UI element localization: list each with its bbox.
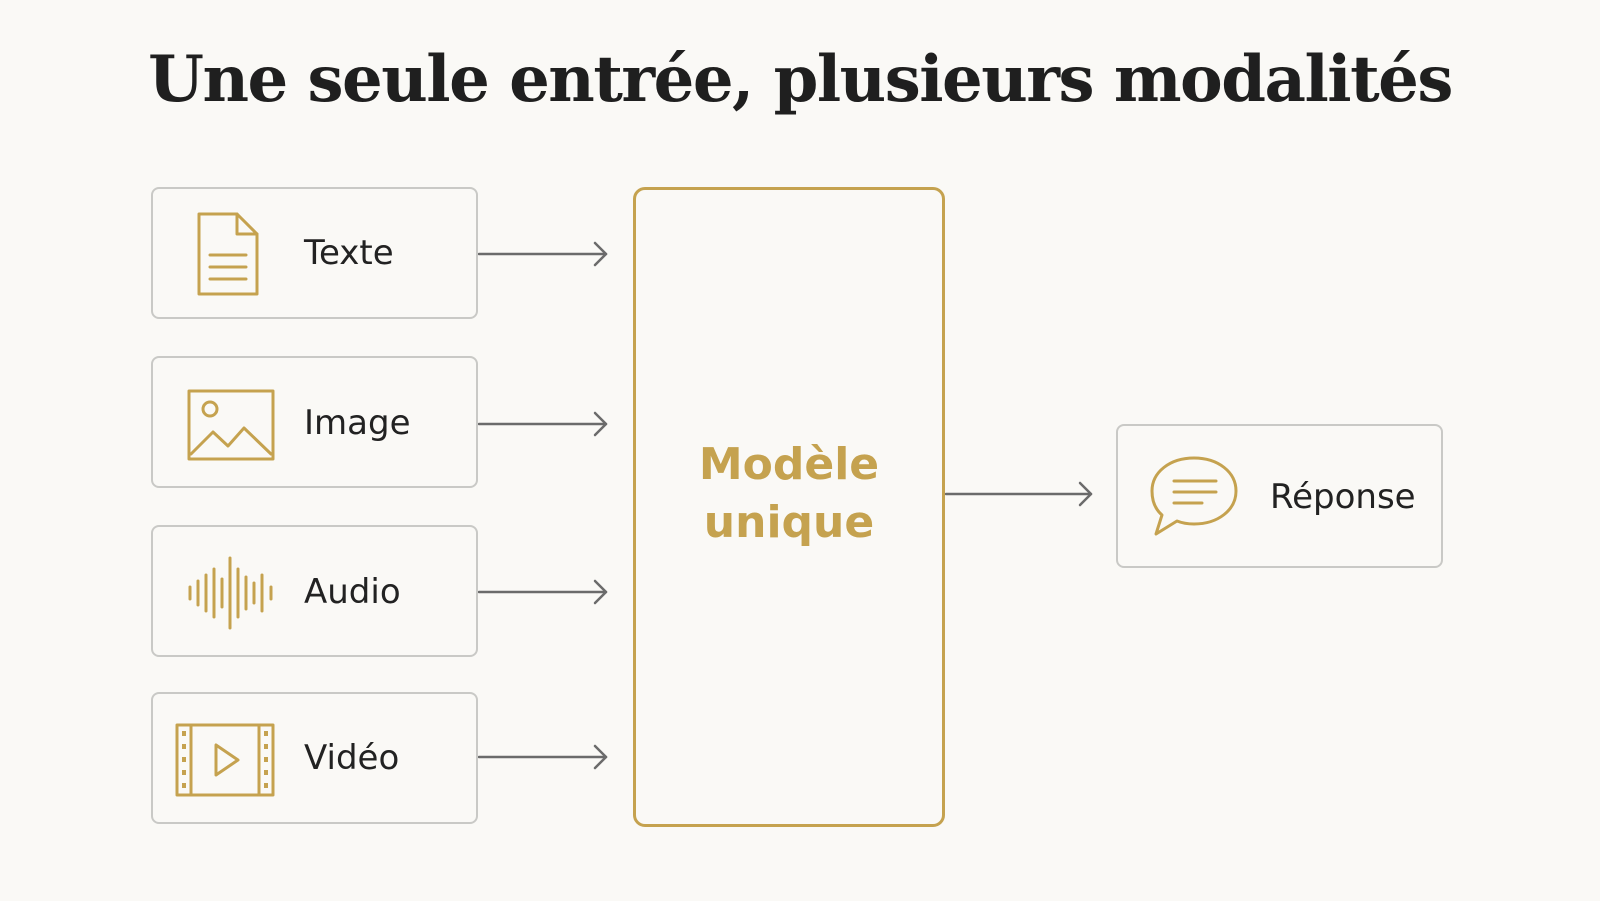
input-node-audio: Audio (151, 525, 478, 657)
input-label-image: Image (304, 403, 411, 443)
model-label-line1: Modèle (698, 439, 880, 490)
model-box: Modèle unique (633, 187, 945, 827)
input-label-texte: Texte (304, 233, 394, 273)
arrow-texte-to-model (477, 241, 608, 267)
audio-waveform-icon (188, 556, 273, 630)
arrow-audio-to-model (477, 579, 608, 605)
input-label-audio: Audio (304, 572, 401, 612)
model-label: Modèle unique (636, 436, 942, 552)
arrow-video-to-model (477, 744, 608, 770)
output-node-reponse: Réponse (1116, 424, 1443, 568)
arrow-model-to-output (944, 481, 1093, 507)
arrow-image-to-model (477, 411, 608, 437)
input-label-video: Vidéo (304, 738, 400, 778)
model-label-line2: unique (703, 497, 875, 548)
video-film-icon (175, 723, 275, 797)
output-label-reponse: Réponse (1270, 477, 1416, 517)
document-icon (197, 212, 259, 296)
input-node-image: Image (151, 356, 478, 488)
image-icon (187, 389, 275, 461)
chat-bubble-icon (1150, 456, 1238, 536)
input-node-video: Vidéo (151, 692, 478, 824)
diagram-title: Une seule entrée, plusieurs modalités (148, 42, 1453, 117)
input-node-texte: Texte (151, 187, 478, 319)
